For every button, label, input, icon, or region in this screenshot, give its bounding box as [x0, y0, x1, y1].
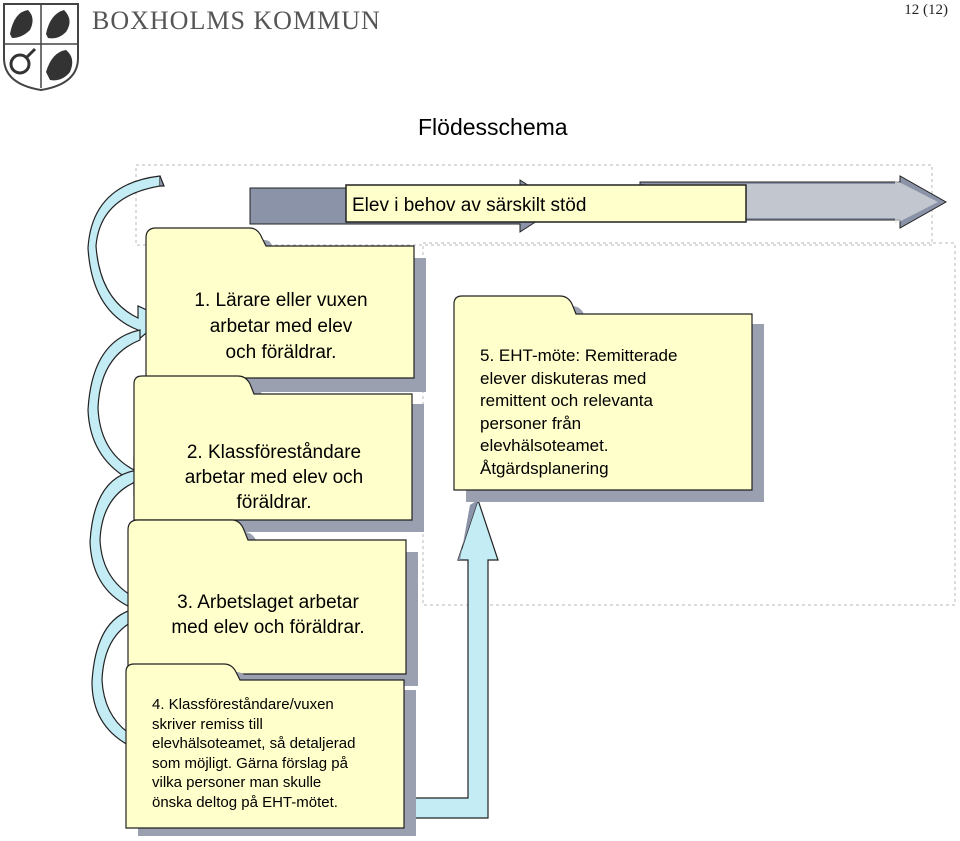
- step-1-text: 1. Lärare eller vuxen arbetar med elev o…: [150, 288, 412, 366]
- step-5-line: personer från: [480, 413, 582, 433]
- step-5-line: Åtgärdsplanering: [480, 458, 609, 478]
- step-2-line: föräldrar.: [236, 492, 312, 513]
- coat-of-arms-icon: [3, 3, 79, 92]
- folder-step-2: [133, 375, 424, 532]
- folder-step-5: [453, 295, 764, 502]
- step-3-line: 3. Arbetslaget arbetar: [177, 592, 359, 613]
- page-number: 12 (12): [904, 2, 948, 18]
- step-2-text: 2. Klassföreståndare arbetar med elev oc…: [138, 440, 410, 515]
- left-curved-arrows: [87, 175, 166, 760]
- step-5-line: 5. EHT-möte: Remitterade: [480, 346, 678, 365]
- step-4-line: vilka personer man skulle: [152, 774, 322, 791]
- step-5-text: 5. EHT-möte: Remitterade elever diskuter…: [480, 345, 750, 480]
- step-4-line: som möjligt. Gärna förslag på: [152, 754, 348, 772]
- step-1-line: arbetar med elev: [209, 316, 353, 337]
- step-2-line: 2. Klassföreståndare: [186, 442, 362, 463]
- step-1-line: 1. Lärare eller vuxen: [194, 290, 368, 311]
- folder-step-3: [127, 519, 418, 686]
- step-4-line: skriver remiss till: [152, 715, 263, 733]
- page-title: Flödesschema: [418, 114, 568, 140]
- banner-label: Elev i behov av särskilt stöd: [352, 195, 586, 216]
- step-4-line: elevhälsoteamet, så detaljerad: [152, 735, 356, 752]
- step-4-line: önska deltog på EHT-mötet.: [152, 793, 338, 811]
- organization-name: BOXHOLMS KOMMUN: [92, 6, 381, 35]
- step-5-line: remittent och relevanta: [480, 391, 653, 410]
- folder-step-1: [145, 227, 426, 392]
- step-3-line: med elev och föräldrar.: [171, 617, 365, 638]
- banner-arrow: [249, 175, 948, 233]
- up-arrow: [409, 498, 499, 819]
- step-4-line: 4. Klassföreståndare/vuxen: [152, 696, 334, 713]
- step-5-line: elever diskuteras med: [480, 368, 647, 388]
- step-3-text: 3. Arbetslaget arbetar med elev och förä…: [132, 590, 404, 640]
- folder-step-4: [125, 663, 416, 836]
- step-2-line: arbetar med elev och: [184, 467, 364, 488]
- step-5-line: elevhälsoteamet.: [480, 436, 609, 455]
- step-4-text: 4. Klassföreståndare/vuxen skriver remis…: [152, 695, 402, 812]
- step-1-line: och föräldrar.: [225, 342, 337, 363]
